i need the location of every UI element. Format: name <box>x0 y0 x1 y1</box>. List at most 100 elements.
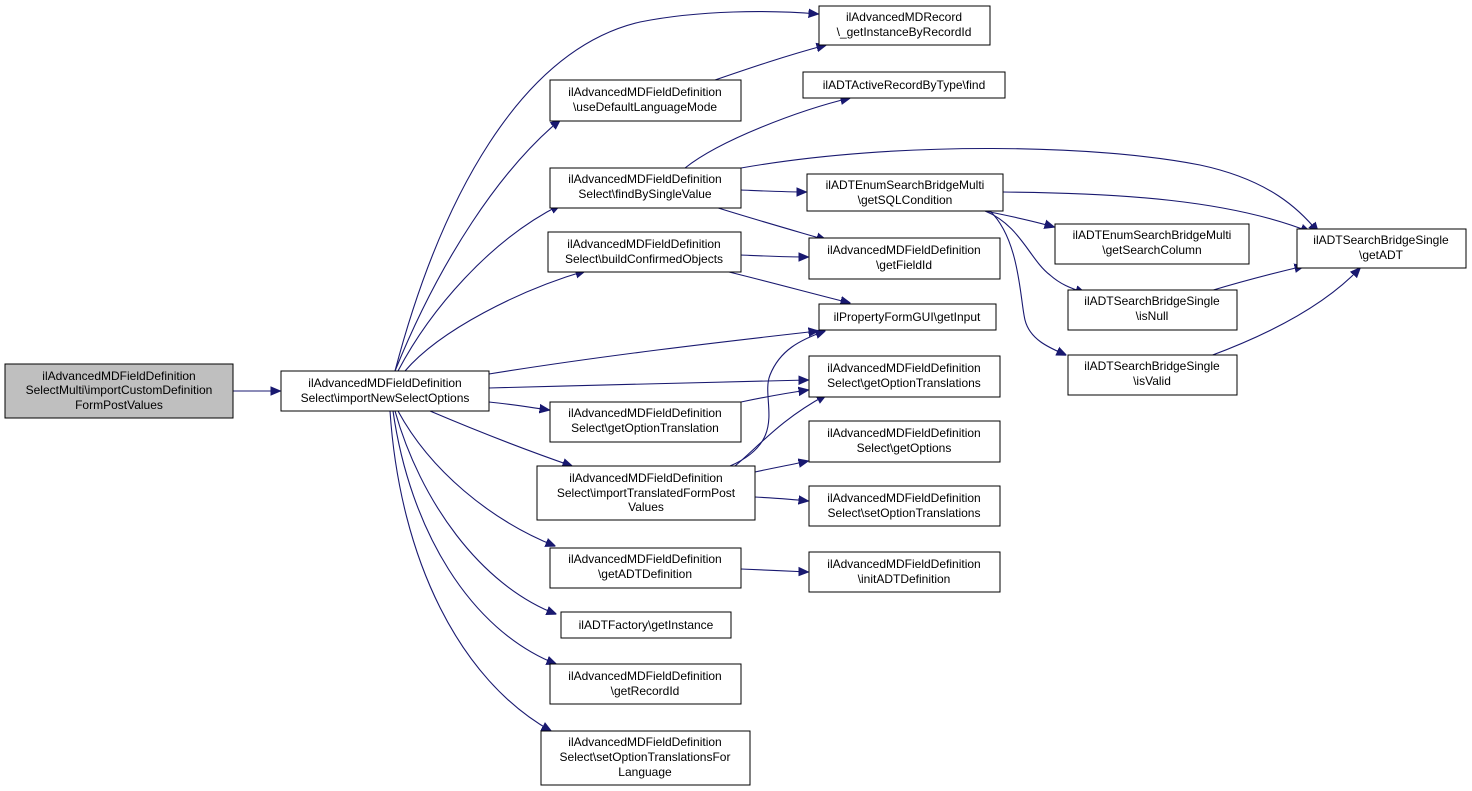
node-adt-factory-get-instance[interactable]: ilADTFactory\getInstance <box>560 611 732 639</box>
node-get-option-translations-line-1: ilAdvancedMDFieldDefinition <box>827 361 980 375</box>
node-get-instance-by-record-id-line-2: \_getInstanceByRecordId <box>837 25 972 39</box>
node-get-field-id-line-2: \getFieldId <box>876 258 932 272</box>
node-import-translated-form-post-values-line-2: Select\importTranslatedFormPost <box>557 486 736 500</box>
edge-findBySingleValue-to-getSQLCondition <box>740 190 806 192</box>
node-root-line-1: ilAdvancedMDFieldDefinition <box>42 369 195 383</box>
edge-importNewSelectOptions-to-setOptionTranslationsForLanguage <box>389 410 551 731</box>
node-get-instance-by-record-id[interactable]: ilAdvancedMDRecord \_getInstanceByRecord… <box>818 5 991 46</box>
edge-importNewSelectOptions-to-getInstanceByRecordId <box>394 12 818 372</box>
node-get-field-id-line-1: ilAdvancedMDFieldDefinition <box>827 243 980 257</box>
node-find-by-single-value[interactable]: ilAdvancedMDFieldDefinition Select\findB… <box>549 167 742 209</box>
node-get-adt-definition[interactable]: ilAdvancedMDFieldDefinition \getADTDefin… <box>549 547 742 589</box>
node-is-null[interactable]: ilADTSearchBridgeSingle \isNull <box>1067 289 1238 331</box>
node-find-by-single-value-line-2: Select\findBySingleValue <box>578 187 712 201</box>
node-build-confirmed-objects-line-1: ilAdvancedMDFieldDefinition <box>567 237 720 251</box>
node-active-record-find-line-1: ilADTActiveRecordByType\find <box>823 78 986 92</box>
node-find-by-single-value-line-1: ilAdvancedMDFieldDefinition <box>568 172 721 186</box>
node-get-sql-condition[interactable]: ilADTEnumSearchBridgeMulti \getSQLCondit… <box>806 173 1004 212</box>
node-use-default-language-mode-line-2: \useDefaultLanguageMode <box>573 100 717 114</box>
node-get-sql-condition-line-1: ilADTEnumSearchBridgeMulti <box>826 178 985 192</box>
node-is-null-line-2: \isNull <box>1136 309 1169 323</box>
node-is-valid-line-1: ilADTSearchBridgeSingle <box>1084 359 1220 373</box>
node-get-sql-condition-line-2: \getSQLCondition <box>858 193 953 207</box>
node-get-adt-definition-line-1: ilAdvancedMDFieldDefinition <box>568 552 721 566</box>
node-get-record-id-line-2: \getRecordId <box>611 684 680 698</box>
edge-importNewSelectOptions-to-importTranslatedFormPostValues <box>429 410 572 466</box>
edge-importNewSelectOptions-to-findBySingleValue <box>397 205 560 372</box>
node-build-confirmed-objects-line-2: Select\buildConfirmedObjects <box>565 252 723 266</box>
node-get-field-id[interactable]: ilAdvancedMDFieldDefinition \getFieldId <box>808 237 1001 280</box>
node-root-line-2: SelectMulti\importCustomDefinition <box>26 383 213 397</box>
node-get-adt-line-1: ilADTSearchBridgeSingle <box>1313 233 1449 247</box>
node-is-null-line-1: ilADTSearchBridgeSingle <box>1084 294 1220 308</box>
edge-getSQLCondition-to-isNull <box>984 210 1085 293</box>
node-get-option-translations[interactable]: ilAdvancedMDFieldDefinition Select\getOp… <box>808 355 1001 398</box>
node-set-option-translations-for-language-line-1: ilAdvancedMDFieldDefinition <box>568 735 721 749</box>
node-get-search-column[interactable]: ilADTEnumSearchBridgeMulti \getSearchCol… <box>1054 223 1250 265</box>
node-get-option-translation-line-1: ilAdvancedMDFieldDefinition <box>568 406 721 420</box>
edge-getSQLCondition-to-getSearchColumn <box>984 210 1054 227</box>
node-get-option-translation[interactable]: ilAdvancedMDFieldDefinition Select\getOp… <box>549 401 742 443</box>
node-import-new-select-options[interactable]: ilAdvancedMDFieldDefinition Select\impor… <box>280 370 490 412</box>
edge-importNewSelectOptions-to-buildConfirmedObjects <box>404 271 585 372</box>
edge-importNewSelectOptions-to-getOptionTranslations <box>488 380 808 389</box>
node-get-options[interactable]: ilAdvancedMDFieldDefinition Select\getOp… <box>808 420 1001 463</box>
node-get-search-column-line-2: \getSearchColumn <box>1102 243 1201 257</box>
edge-importNewSelectOptions-to-getRecordId <box>392 410 556 664</box>
node-adt-factory-get-instance-line-1: ilADTFactory\getInstance <box>579 618 714 632</box>
node-get-option-translations-line-2: Select\getOptionTranslations <box>827 376 981 390</box>
edge-importTranslatedFormPostValues-to-getOptions <box>754 461 808 473</box>
node-get-options-line-2: Select\getOptions <box>857 441 952 455</box>
node-import-translated-form-post-values-line-1: ilAdvancedMDFieldDefinition <box>569 471 722 485</box>
node-root-line-3: FormPostValues <box>75 398 163 412</box>
node-set-option-translations-for-language-line-2: Select\setOptionTranslationsFor <box>560 750 731 764</box>
edge-isNull-to-getADT <box>1209 266 1304 292</box>
edge-importNewSelectOptions-to-getADTDefinition <box>397 410 555 546</box>
edge-getSQLCondition-to-isValid <box>989 210 1066 355</box>
edge-getOptionTranslation-to-getOptionTranslations <box>740 390 808 403</box>
nodes: ilAdvancedMDFieldDefinition SelectMulti\… <box>4 5 1467 786</box>
node-root[interactable]: ilAdvancedMDFieldDefinition SelectMulti\… <box>4 363 234 419</box>
node-import-new-select-options-line-1: ilAdvancedMDFieldDefinition <box>308 376 461 390</box>
node-get-instance-by-record-id-line-1: ilAdvancedMDRecord <box>846 10 962 24</box>
node-get-options-line-1: ilAdvancedMDFieldDefinition <box>827 426 980 440</box>
edge-isValid-to-getADT <box>1209 268 1360 357</box>
node-get-input-line-1: ilPropertyFormGUI\getInput <box>834 310 981 324</box>
node-get-adt[interactable]: ilADTSearchBridgeSingle \getADT <box>1296 228 1467 269</box>
edge-importNewSelectOptions-to-getOptionTranslation <box>488 401 549 410</box>
node-import-new-select-options-line-2: Select\importNewSelectOptions <box>301 391 470 405</box>
edge-getSQLCondition-to-getADT <box>1002 191 1310 232</box>
node-is-valid-line-2: \isValid <box>1133 374 1171 388</box>
edge-findBySingleValue-to-activeRecordFind <box>684 98 850 169</box>
node-use-default-language-mode[interactable]: ilAdvancedMDFieldDefinition \useDefaultL… <box>549 79 742 122</box>
node-get-adt-definition-line-2: \getADTDefinition <box>598 567 692 581</box>
edge-getADTDefinition-to-initADTDefinition <box>740 569 808 572</box>
edge-findBySingleValue-to-getADT <box>740 147 1318 232</box>
node-init-adt-definition-line-1: ilAdvancedMDFieldDefinition <box>827 557 980 571</box>
edge-buildConfirmedObjects-to-getInput <box>724 270 850 303</box>
node-import-translated-form-post-values[interactable]: ilAdvancedMDFieldDefinition Select\impor… <box>536 465 756 521</box>
edge-importTranslatedFormPostValues-to-getOptionTranslations <box>734 395 826 467</box>
node-import-translated-form-post-values-line-3: Values <box>628 500 664 514</box>
edge-buildConfirmedObjects-to-getFieldId <box>740 255 808 257</box>
node-use-default-language-mode-line-1: ilAdvancedMDFieldDefinition <box>568 85 721 99</box>
node-set-option-translations[interactable]: ilAdvancedMDFieldDefinition Select\setOp… <box>808 485 1001 527</box>
node-is-valid[interactable]: ilADTSearchBridgeSingle \isValid <box>1067 354 1238 396</box>
edge-useDefaultLanguageMode-to-getInstanceByRecordId <box>714 45 826 81</box>
edge-importNewSelectOptions-to-useDefaultLanguageMode <box>394 120 560 372</box>
node-init-adt-definition[interactable]: ilAdvancedMDFieldDefinition \initADTDefi… <box>808 551 1001 593</box>
node-build-confirmed-objects[interactable]: ilAdvancedMDFieldDefinition Select\build… <box>547 231 742 273</box>
edge-importNewSelectOptions-to-getInput <box>488 331 818 375</box>
node-set-option-translations-line-2: Select\setOptionTranslations <box>828 506 981 520</box>
edge-findBySingleValue-to-getFieldId <box>714 206 826 240</box>
node-get-search-column-line-1: ilADTEnumSearchBridgeMulti <box>1073 228 1232 242</box>
node-get-input[interactable]: ilPropertyFormGUI\getInput <box>818 303 997 331</box>
node-set-option-translations-for-language[interactable]: ilAdvancedMDFieldDefinition Select\setOp… <box>540 730 751 786</box>
edge-importNewSelectOptions-to-factoryGetInstance <box>394 410 556 614</box>
node-get-record-id-line-1: ilAdvancedMDFieldDefinition <box>568 669 721 683</box>
node-get-record-id[interactable]: ilAdvancedMDFieldDefinition \getRecordId <box>549 663 742 705</box>
edges <box>233 12 1360 731</box>
node-get-option-translation-line-2: Select\getOptionTranslation <box>571 421 719 435</box>
node-active-record-find[interactable]: ilADTActiveRecordByType\find <box>802 71 1006 99</box>
